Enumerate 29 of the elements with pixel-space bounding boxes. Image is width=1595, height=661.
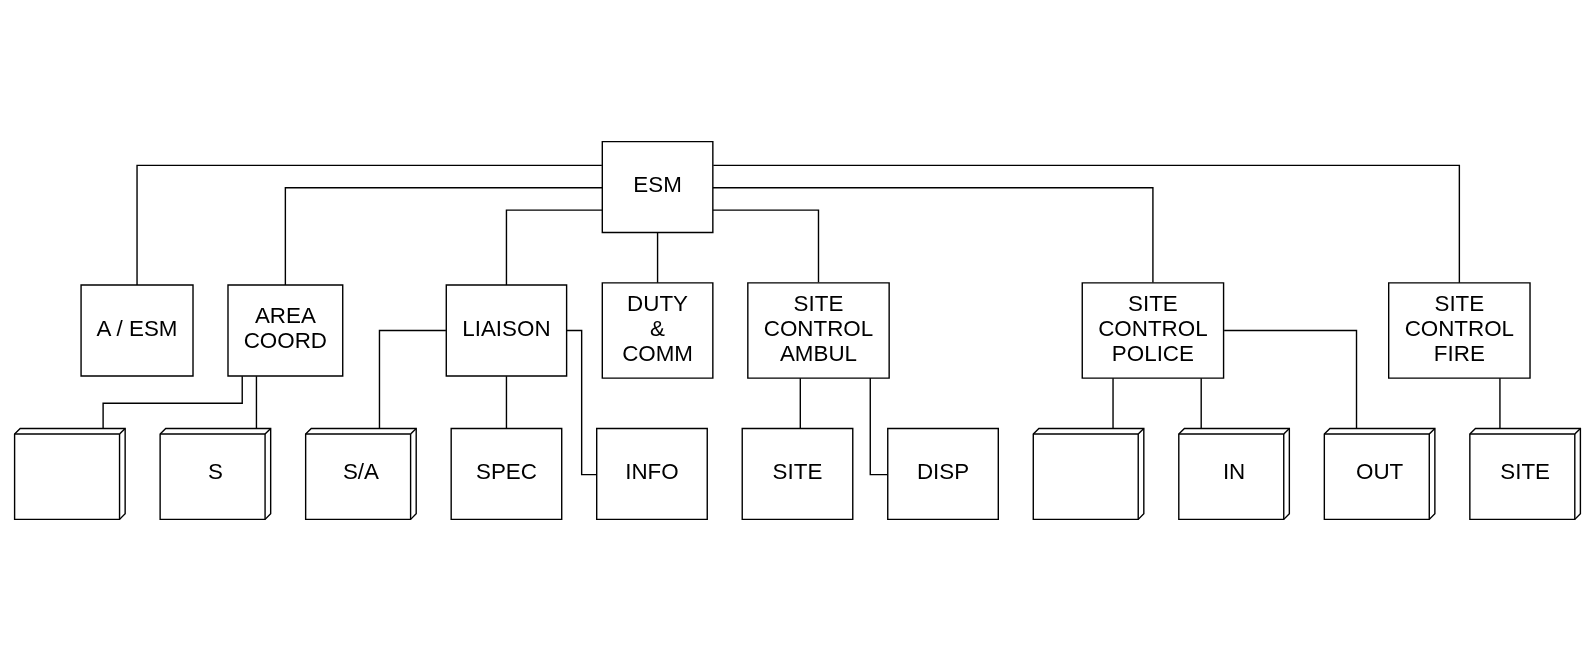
connector: [284, 187, 603, 286]
node-box: SITE: [741, 427, 854, 521]
connector: [378, 329, 447, 429]
connector: [656, 232, 659, 284]
node-box: DISP: [887, 427, 999, 521]
node-box: SITE CONTROL POLICE: [1081, 282, 1225, 379]
connector: [102, 375, 243, 430]
connector: [136, 164, 603, 286]
connector: [1112, 377, 1114, 429]
node-box: ESM: [601, 140, 714, 234]
node-box: A / ESM: [80, 284, 194, 377]
connector: [712, 164, 1461, 284]
connector: [712, 209, 820, 283]
node-box: LIAISON: [445, 284, 568, 377]
connector: [712, 187, 1154, 284]
connector: [1200, 377, 1202, 429]
node-box: SITE CONTROL FIRE: [1388, 282, 1531, 379]
connector: [255, 375, 258, 429]
connector: [1499, 377, 1501, 429]
connector: [566, 329, 598, 476]
connector: [505, 209, 603, 286]
node-box: SPEC: [450, 427, 563, 521]
node-box: INFO: [596, 427, 708, 521]
node-box: SITE CONTROL AMBUL: [747, 282, 890, 379]
connector: [1223, 329, 1358, 429]
node-box: DUTY & COMM: [601, 282, 714, 379]
connector: [799, 377, 801, 429]
connector: [505, 375, 508, 429]
node-box: AREA COORD: [227, 284, 344, 377]
